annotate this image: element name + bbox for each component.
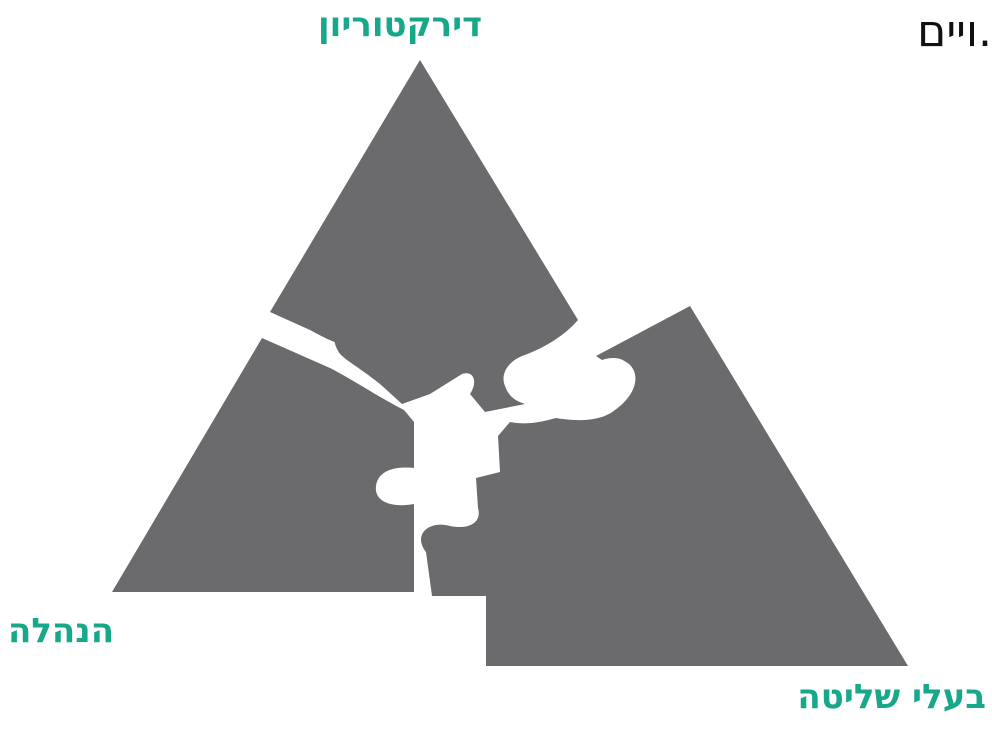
label-management: הנהלה <box>8 614 114 648</box>
header-text-fragment: .ויים <box>917 10 992 54</box>
puzzle-piece-left-icon <box>112 338 414 592</box>
label-controlling-shareholders: בעלי שליטה <box>797 680 986 714</box>
puzzle-piece-top-icon <box>270 60 578 412</box>
label-board-of-directors: דירקטוריון <box>318 8 482 42</box>
